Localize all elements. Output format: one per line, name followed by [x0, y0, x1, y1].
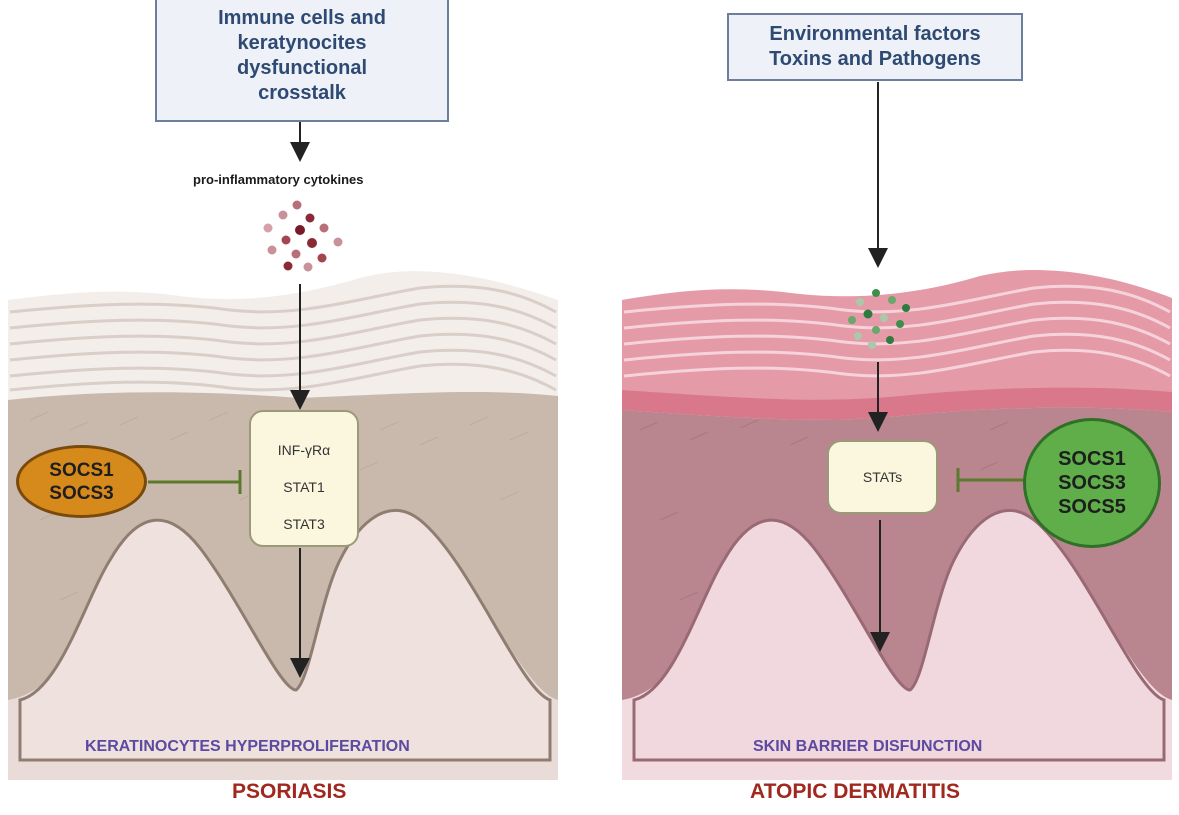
cytokines-label: pro-inflammatory cytokines [193, 172, 364, 187]
ad-trigger-line: Environmental factors [769, 23, 981, 45]
psoriasis-trigger-line: Immune cells and [218, 7, 386, 29]
socs-label: SOCS3 [49, 482, 114, 504]
inhibition-lines [148, 468, 1030, 494]
cytokine-particles [263, 200, 343, 272]
psoriasis-outcome: KERATINOCYTES HYPERPROLIFERATION [85, 738, 410, 755]
socs-label: SOCS5 [1058, 496, 1126, 518]
psoriasis-title: PSORIASIS [232, 780, 347, 803]
ad-trigger-line: Toxins and Pathogens [769, 48, 981, 70]
ad-papillary-dermis [632, 509, 1166, 762]
ad-pink-band [622, 387, 1172, 420]
psoriasis-trigger-line: keratynocites [237, 32, 367, 54]
pathogen-particles [848, 289, 910, 349]
psoriasis-pathway-box: INF-γRα STAT1 STAT3 [249, 410, 359, 547]
psoriasis-trigger-line: dysfunctional [236, 57, 367, 79]
ad-socs-inhibitor: SOCS1 SOCS3 SOCS5 [1023, 418, 1161, 548]
ad-pathway-box: STATs [827, 440, 938, 514]
psoriasis-socs-inhibitor: SOCS1 SOCS3 [16, 445, 147, 518]
pathway-arrows [290, 82, 890, 678]
socs-label: SOCS1 [49, 459, 114, 481]
psoriasis-trigger-box: Immune cells and keratynocites dysfuncti… [155, 0, 449, 122]
psoriasis-trigger-line: crosstalk [258, 82, 346, 104]
pathway-item: STATs [862, 469, 903, 485]
pathway-item: STAT1 [283, 479, 325, 495]
ad-trigger-box: Environmental factors Toxins and Pathoge… [727, 13, 1023, 81]
psoriasis-papillary-dermis [18, 509, 552, 762]
pathway-item: STAT3 [283, 516, 325, 532]
ad-outcome: SKIN BARRIER DISFUNCTION [753, 738, 983, 755]
ad-title: ATOPIC DERMATITIS [750, 780, 960, 803]
pathway-item: INF-γRα [277, 442, 331, 458]
socs-label: SOCS1 [1058, 448, 1126, 470]
socs-label: SOCS3 [1058, 472, 1126, 494]
